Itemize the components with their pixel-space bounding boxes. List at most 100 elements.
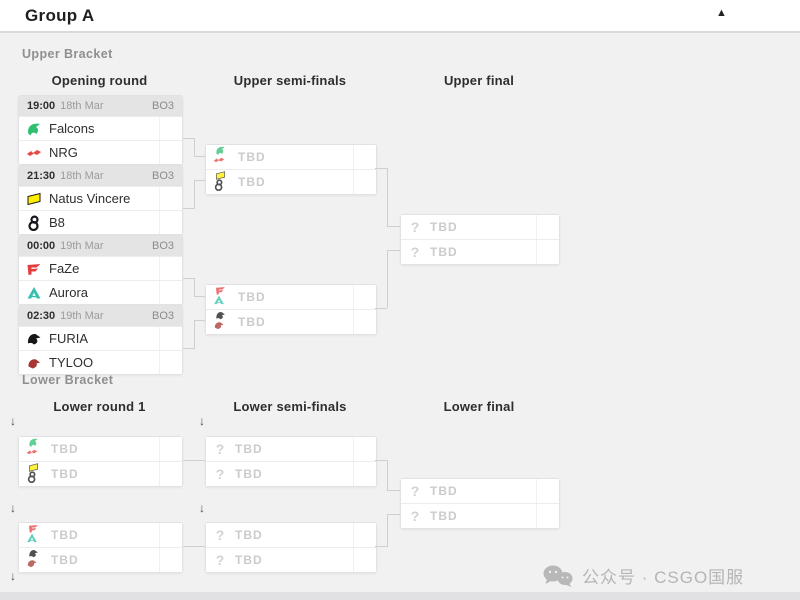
drop-down-arrow-icon: ↓: [10, 501, 16, 515]
bracket-slot[interactable]: ? TBD: [206, 523, 376, 547]
bracket-connector: [387, 490, 400, 491]
team-name: Aurora: [49, 285, 89, 300]
match-time: 21:30: [27, 170, 56, 182]
nrg-logo-icon: [26, 446, 38, 458]
bottom-edge-bar: [0, 592, 800, 600]
team-name: FaZe: [49, 261, 80, 276]
score-divider: [353, 437, 354, 461]
bracket-connector: [387, 226, 400, 227]
possible-teams-icons: [26, 465, 43, 484]
group-header-bar: [0, 0, 800, 33]
match-card-lower-final[interactable]: ? TBD ? TBD: [400, 478, 560, 529]
score-divider: [159, 327, 160, 350]
bracket-slot[interactable]: ? TBD: [206, 437, 376, 461]
bracket-connector: [375, 308, 387, 309]
faze-logo-icon: [26, 261, 42, 277]
bracket-connector: [375, 546, 387, 547]
nrg-logo-icon: [213, 154, 225, 166]
question-icon: ?: [215, 466, 225, 482]
question-icon: ?: [215, 552, 225, 568]
team-row[interactable]: Falcons: [19, 116, 182, 140]
bracket-slot[interactable]: TBD: [19, 547, 182, 572]
match-card-upper-semi-2[interactable]: TBD TBD: [205, 284, 377, 335]
bracket-connector: [183, 138, 194, 139]
match-card-lower-round1-2[interactable]: TBD TBD: [18, 522, 183, 573]
score-divider: [536, 215, 537, 239]
bracket-connector: [194, 296, 205, 297]
team-name: NRG: [49, 145, 78, 160]
score-divider: [159, 437, 160, 461]
bracket-connector: [387, 168, 388, 226]
column-header-lower-round-1: Lower round 1: [53, 399, 146, 414]
match-time: 00:00: [27, 240, 56, 252]
bracket-slot[interactable]: TBD: [206, 285, 376, 309]
collapse-toggle-icon[interactable]: ▲: [716, 7, 727, 19]
bracket-slot[interactable]: TBD: [206, 145, 376, 169]
tbd-label: TBD: [430, 220, 458, 234]
column-header-upper-final: Upper final: [443, 73, 515, 88]
bracket-connector: [194, 320, 205, 321]
match-card-opening-4[interactable]: 02:30 19th Mar BO3 FURIA TYLOO: [18, 305, 183, 375]
match-card-opening-3[interactable]: 00:00 19th Mar BO3 FaZe Aurora: [18, 235, 183, 305]
score-divider: [353, 310, 354, 334]
score-divider: [159, 523, 160, 547]
bracket-slot[interactable]: ? TBD: [206, 461, 376, 486]
team-row[interactable]: FURIA: [19, 326, 182, 350]
watermark-text: 公众号 · CSGO国服: [582, 568, 745, 587]
tbd-label: TBD: [235, 553, 263, 567]
b8-logo-icon: [26, 471, 38, 483]
possible-teams-icons: [26, 440, 43, 459]
score-divider: [159, 281, 160, 304]
match-header: 19:00 18th Mar BO3: [19, 96, 182, 116]
bracket-connector: [387, 514, 388, 547]
bracket-slot[interactable]: ? TBD: [401, 479, 559, 503]
question-icon: ?: [410, 508, 420, 524]
tbd-label: TBD: [238, 150, 266, 164]
tbd-label: TBD: [238, 175, 266, 189]
score-divider: [159, 257, 160, 280]
possible-teams-icons: [26, 551, 43, 570]
possible-teams-icons: [213, 313, 230, 332]
team-row[interactable]: TYLOO: [19, 350, 182, 374]
match-card-upper-final[interactable]: ? TBD ? TBD: [400, 214, 560, 265]
match-card-upper-semi-1[interactable]: TBD TBD: [205, 144, 377, 195]
bracket-slot[interactable]: ? TBD: [206, 547, 376, 572]
bracket-slot[interactable]: TBD: [206, 169, 376, 194]
bracket-slot[interactable]: ? TBD: [401, 215, 559, 239]
match-card-lower-semi-2[interactable]: ? TBD ? TBD: [205, 522, 377, 573]
match-date: 19th Mar: [60, 310, 104, 322]
bracket-connector: [194, 180, 195, 209]
team-row[interactable]: Aurora: [19, 280, 182, 304]
match-card-lower-semi-1[interactable]: ? TBD ? TBD: [205, 436, 377, 487]
team-row[interactable]: NRG: [19, 140, 182, 164]
bracket-slot[interactable]: TBD: [19, 523, 182, 547]
bracket-connector: [387, 250, 400, 251]
watermark: 公众号 · CSGO国服: [542, 563, 744, 588]
bracket-slot[interactable]: ? TBD: [401, 239, 559, 264]
question-icon: ?: [410, 483, 420, 499]
b8-logo-icon: [213, 179, 225, 191]
possible-teams-icons: [213, 173, 230, 192]
team-name: Falcons: [49, 121, 95, 136]
possible-teams-icons: [213, 288, 230, 307]
score-divider: [353, 462, 354, 486]
match-card-lower-round1-1[interactable]: TBD TBD: [18, 436, 183, 487]
tbd-label: TBD: [430, 484, 458, 498]
bracket-slot[interactable]: TBD: [206, 309, 376, 334]
bracket-slot[interactable]: TBD: [19, 461, 182, 486]
match-card-opening-2[interactable]: 21:30 18th Mar BO3 Natus Vincere B8: [18, 165, 183, 235]
team-row[interactable]: FaZe: [19, 256, 182, 280]
team-row[interactable]: B8: [19, 210, 182, 234]
column-header-lower-final: Lower final: [443, 399, 515, 414]
score-divider: [353, 145, 354, 169]
score-divider: [353, 548, 354, 572]
tbd-label: TBD: [235, 528, 263, 542]
team-row[interactable]: Natus Vincere: [19, 186, 182, 210]
bracket-slot[interactable]: TBD: [19, 437, 182, 461]
match-card-opening-1[interactable]: 19:00 18th Mar BO3 Falcons NRG: [18, 95, 183, 165]
score-divider: [159, 351, 160, 374]
bracket-connector: [183, 208, 194, 209]
question-icon: ?: [410, 219, 420, 235]
bracket-slot[interactable]: ? TBD: [401, 503, 559, 528]
match-time: 02:30: [27, 310, 56, 322]
